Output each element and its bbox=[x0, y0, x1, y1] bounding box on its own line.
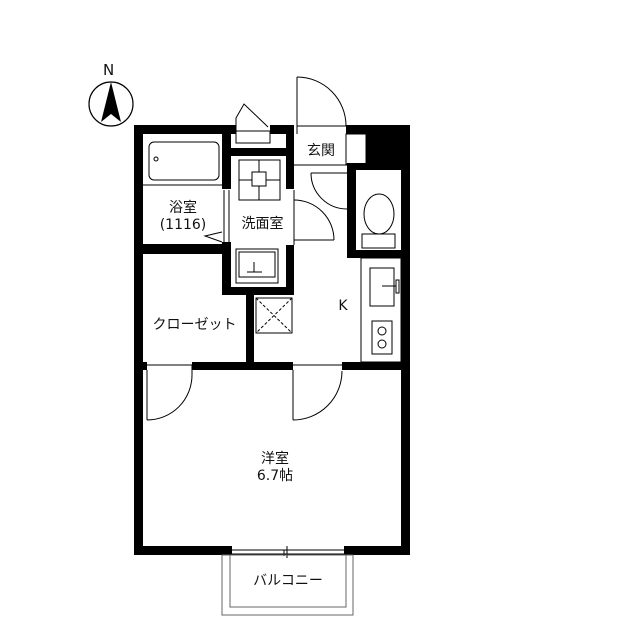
kitchen-sink-icon bbox=[369, 267, 400, 307]
room-closet: クローゼット bbox=[152, 317, 237, 333]
room-washroom: 洗面室 bbox=[241, 216, 284, 232]
room-name: 浴室 bbox=[169, 200, 197, 216]
room-name: 洋室 bbox=[261, 451, 289, 467]
interior-walls bbox=[143, 134, 401, 370]
sink-icon bbox=[235, 248, 279, 284]
stove-icon bbox=[371, 320, 393, 355]
room-bathroom: 浴室 (1116) bbox=[150, 200, 216, 234]
washing-machine-icon bbox=[238, 159, 281, 201]
room-size: 6.7帖 bbox=[256, 468, 294, 484]
refrigerator-space-icon bbox=[255, 297, 293, 334]
bathtub-icon bbox=[148, 141, 220, 181]
toilet-icon bbox=[361, 193, 396, 249]
room-entrance: 玄関 bbox=[307, 143, 335, 159]
room-size: (1116) bbox=[159, 217, 207, 233]
compass-icon bbox=[88, 81, 134, 127]
compass-north-label: N bbox=[103, 61, 115, 79]
outer-walls bbox=[134, 125, 410, 555]
room-western: 洋室 6.7帖 bbox=[240, 451, 310, 485]
room-balcony: バルコニー bbox=[253, 573, 323, 589]
room-kitchen: K bbox=[338, 298, 348, 314]
fixtures bbox=[143, 76, 402, 616]
